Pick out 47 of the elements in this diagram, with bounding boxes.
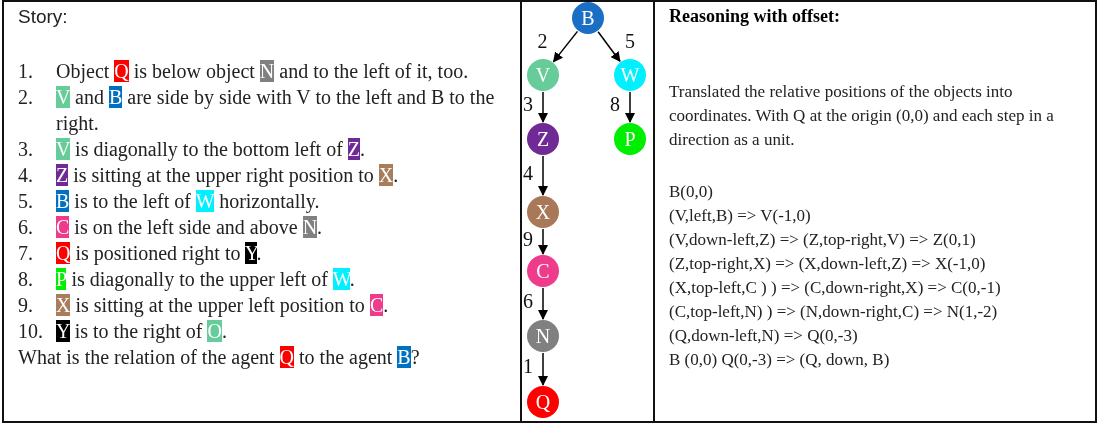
numbered-statement: 8. P is diagonally to the upper left of W. bbox=[18, 267, 356, 292]
arrow bbox=[538, 352, 548, 386]
numbered-statement: 7. Q is positioned right to Y. bbox=[18, 241, 263, 266]
edge-label: 3 bbox=[523, 93, 533, 116]
story-heading: Story: bbox=[18, 6, 68, 28]
node-circle: Q bbox=[527, 386, 559, 418]
arrow bbox=[538, 91, 548, 123]
numbered-statement: 3. V is diagonally to the bottom left of Z. bbox=[18, 137, 367, 162]
coordinate-line: (X,top-left,C ) ) => (C,down-right,X) => C(0,-1) bbox=[669, 277, 1001, 299]
node-circle: V bbox=[527, 59, 559, 91]
coordinate-line: (V,left,B) => V(-1,0) bbox=[669, 205, 811, 227]
arrow bbox=[597, 30, 621, 63]
coordinate-line: (Z,top-right,X) => (X,down-left,Z) => X(-1,0) bbox=[669, 253, 986, 275]
node-circle: B bbox=[572, 2, 604, 34]
coordinate-line: B(0,0) bbox=[669, 181, 713, 203]
arrow bbox=[625, 91, 635, 123]
edge-label: 6 bbox=[523, 289, 533, 313]
node-circle: W bbox=[614, 59, 646, 91]
coordinate-line: (V,down-left,Z) => (Z,top-right,V) => Z(0,1) bbox=[669, 229, 976, 251]
edge-label: 2 bbox=[537, 29, 548, 53]
question-text: What is the relation of the agent Q to the agent B? bbox=[18, 345, 421, 370]
node-circle: X bbox=[527, 196, 559, 228]
arrow bbox=[538, 287, 548, 320]
numbered-statement: 9. X is sitting at the upper left position to C. bbox=[18, 293, 390, 318]
numbered-statement: 4. Z is sitting at the upper right position to X. bbox=[18, 163, 400, 188]
edge-label: 9 bbox=[523, 227, 533, 251]
numbered-statement: 2. V and B are side by side with V to the left and B to the right. bbox=[18, 85, 496, 136]
node-circle: C bbox=[527, 255, 559, 287]
coordinate-line: (C,top-left,N) ) => (N,down-right,C) => N(1,-2) bbox=[669, 301, 998, 323]
arrow bbox=[538, 155, 548, 196]
edge-label: 5 bbox=[625, 29, 635, 53]
reasoning-paragraph: Translated the relative positions of the objects into coordinates. With Q at the origin (0,0) and each step in a direction as a unit. bbox=[669, 81, 1055, 151]
edge-label: 1 bbox=[523, 355, 533, 378]
numbered-statement: 6. C is on the left side and above N. bbox=[18, 215, 324, 240]
edge-label: 4 bbox=[523, 161, 533, 185]
numbered-statement: 5. B is to the left of W horizontally. bbox=[18, 189, 321, 214]
edge-label: 8 bbox=[610, 93, 620, 116]
coordinate-line: (Q,down-left,N) => Q(0,-3) bbox=[669, 325, 858, 347]
reasoning-heading: Reasoning with offset: bbox=[669, 6, 840, 27]
node-circle: N bbox=[527, 320, 559, 352]
numbered-statement: 1. Object Q is below object N and to the left of it, too. bbox=[18, 59, 470, 84]
node-circle: P bbox=[614, 123, 646, 155]
node-circle: Z bbox=[527, 123, 559, 155]
arrow bbox=[552, 30, 579, 63]
coordinate-line: B (0,0) Q(0,-3) => (Q, down, B) bbox=[669, 349, 890, 371]
arrow bbox=[538, 228, 548, 255]
numbered-statement: 10. Y is to the right of O. bbox=[18, 319, 228, 344]
